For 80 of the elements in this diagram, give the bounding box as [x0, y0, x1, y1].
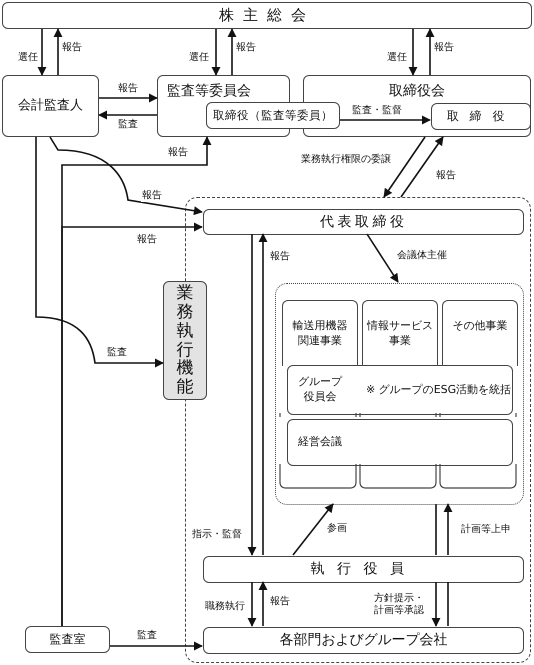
edge-label: 報告: [167, 147, 189, 159]
process-box: [2, 75, 99, 137]
arrow: [444, 503, 452, 555]
meeting-box: [287, 419, 513, 466]
meeting-name: グループ役員会: [297, 375, 344, 405]
arrow: [98, 110, 157, 120]
process-box: [431, 103, 531, 130]
node-label: 各部門およびグループ会社: [280, 631, 448, 650]
arrow: [426, 28, 434, 75]
arrow: [432, 582, 440, 627]
business-column: [442, 300, 518, 366]
node-label: 情報サービス事業: [366, 319, 434, 349]
node-label: 経営会議: [298, 435, 342, 450]
process-box: [203, 209, 524, 235]
edge-label: 監査・監督: [351, 105, 403, 117]
connector-line: [447, 582, 449, 626]
edge-label: 計画等上申: [460, 524, 512, 536]
business-column: [282, 300, 358, 366]
arrow: [35, 137, 164, 368]
edge-label: 指示・監督: [191, 529, 243, 541]
arrow: [258, 581, 268, 626]
edge-label: 業務執行権限の委譲: [300, 154, 392, 166]
edge-label: 報告: [136, 234, 158, 246]
arrow: [110, 642, 203, 650]
edge-label: 報告: [141, 190, 163, 202]
arrow: [212, 29, 220, 76]
process-box: [203, 627, 524, 654]
edge-label: 選任: [386, 52, 408, 64]
process-box: [25, 626, 110, 653]
node-label: 輸送用機器関連事業: [292, 319, 348, 349]
process-box: [206, 102, 340, 129]
node-label: 業務執行機能: [176, 284, 194, 397]
edge-label: 会議体主催: [396, 250, 448, 262]
arrow: [248, 582, 256, 627]
meeting-box: [287, 365, 513, 415]
arrow: [54, 28, 62, 75]
process-box: [203, 556, 524, 583]
edge-label: 報告: [269, 251, 291, 263]
arrow: [99, 94, 158, 102]
edge-label: 報告: [235, 42, 257, 54]
arrow: [248, 234, 256, 556]
connector-line: [435, 504, 437, 555]
node-label: 監査等委員会: [167, 82, 251, 101]
edge-label: 監査: [136, 630, 158, 642]
node-label: 株主総会: [219, 5, 315, 26]
arrow: [366, 234, 399, 283]
meeting-box: [2, 2, 532, 29]
node-label: 代表取締役: [320, 212, 408, 232]
dotted-region: [275, 283, 524, 505]
node-label: 会計監査人: [18, 97, 83, 115]
arrow: [340, 116, 431, 124]
arrow: [38, 29, 46, 76]
arrow: [408, 29, 418, 76]
node-label: 取締役: [446, 108, 516, 125]
edge-label: 選任: [17, 52, 39, 64]
edge-label: 報告: [61, 42, 83, 54]
edge-label: 参画: [326, 523, 348, 535]
edge-label: 監査: [106, 347, 128, 359]
note-text: ※ グループのESG活動を統括: [366, 382, 512, 398]
arrow: [49, 136, 203, 216]
edge-label: 監査: [117, 119, 139, 131]
node-label: 執行役員: [310, 560, 417, 579]
arrow: [400, 136, 444, 198]
edge-label: 報告: [117, 83, 139, 95]
edge-label: 報告: [435, 170, 457, 182]
arrow: [258, 233, 268, 555]
node-label: その他事業: [452, 319, 508, 334]
business-column: [362, 300, 438, 366]
edge-label: 報告: [433, 42, 455, 54]
arrow: [228, 28, 236, 75]
node-label: 取締役会: [389, 82, 445, 101]
edge-label: 職務執行: [204, 601, 246, 613]
edge-label: 選任: [188, 52, 210, 64]
arrow: [292, 503, 334, 556]
arrow: [61, 222, 203, 626]
node-label: 取締役（監査等委員）: [213, 108, 333, 124]
edge-label: 報告: [269, 596, 291, 608]
function-label-box: [163, 281, 207, 400]
node-label: 監査室: [50, 631, 86, 648]
arrow: [383, 136, 426, 198]
